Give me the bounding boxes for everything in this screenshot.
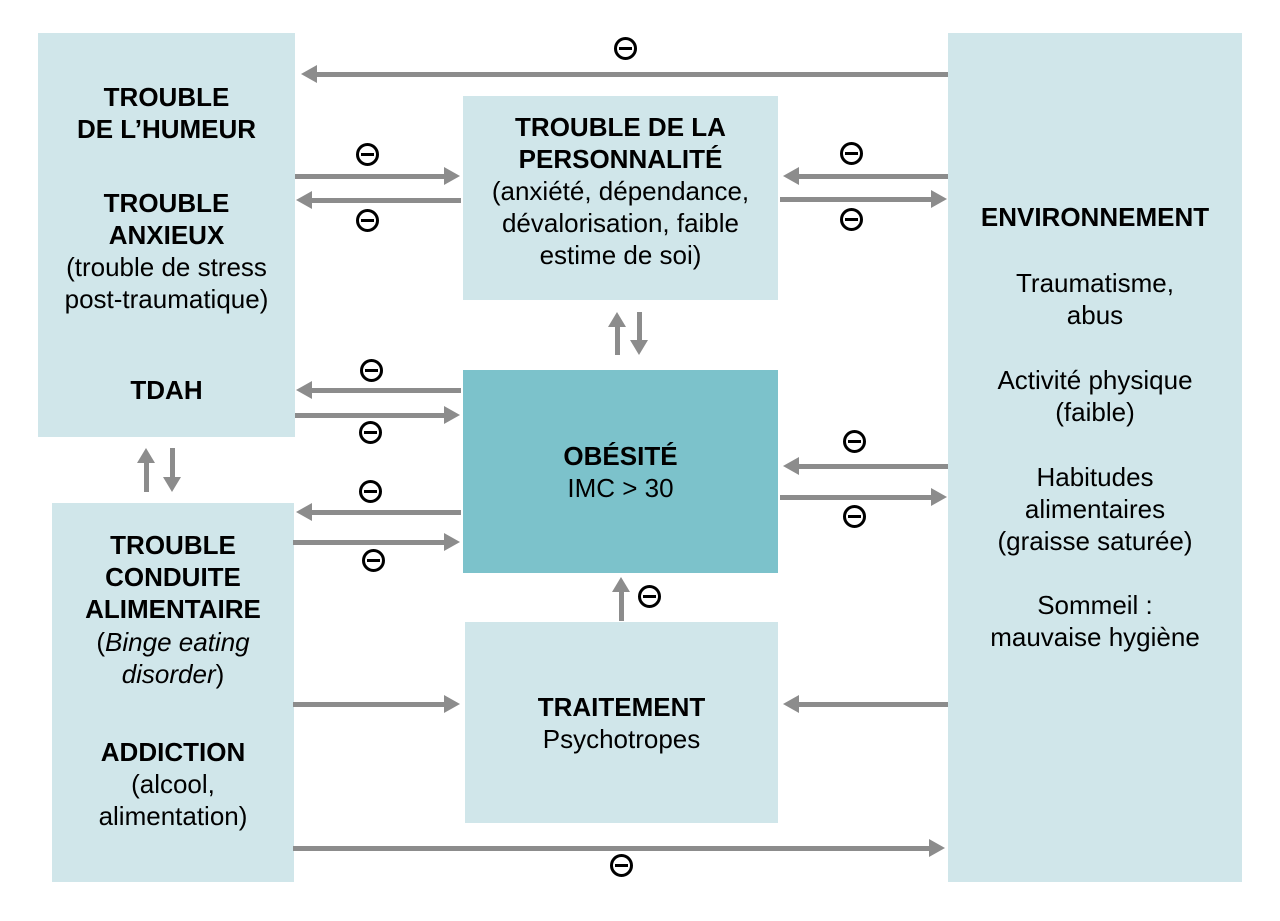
personality-block: TROUBLE DE LA PERSONNALITÉ (anxiété, dép… (463, 111, 778, 271)
environment-trauma-line2: abus (1066, 300, 1124, 330)
addiction-block: ADDICTION (alcool, alimentation) (52, 736, 294, 832)
treatment-subtitle: Psychotropes (542, 723, 701, 754)
addiction-sub-line1: (alcool, (131, 769, 215, 799)
environment-activity-line1: Activité physique (997, 365, 1193, 395)
personality-title-line2: PERSONNALITÉ (518, 144, 723, 174)
environment-title-block: ENVIRONNEMENT (948, 201, 1242, 233)
minus-icon (362, 549, 385, 572)
eating-disorder-block: TROUBLE CONDUITE ALIMENTAIRE (52, 529, 294, 625)
anxiety-disorder-label-line2: ANXIEUX (108, 220, 225, 250)
minus-icon (843, 505, 866, 528)
arrow-obesity-to-adhd (296, 381, 461, 399)
box-environment: ENVIRONNEMENT Traumatisme, abus Activité… (948, 33, 1242, 882)
obesity-subtitle: IMC > 30 (567, 472, 674, 503)
minus-icon (359, 421, 382, 444)
anxiety-disorder-label-line1: TROUBLE (103, 188, 230, 218)
arrow-environment-to-mood (301, 65, 948, 83)
arrow-environment-to-personality (783, 167, 948, 185)
binge-close-paren: ) (215, 659, 225, 689)
binge-eating-line1: (Binge eating (52, 626, 294, 658)
environment-activity-block: Activité physique (faible) (948, 364, 1242, 428)
arrow-treatment-to-obesity-up (612, 577, 630, 621)
arrow-eating-to-mood-up (137, 448, 155, 492)
box-obesity: OBÉSITÉ IMC > 30 (463, 370, 778, 573)
mood-disorder-block: TROUBLE DE L’HUMEUR (38, 81, 295, 145)
environment-sleep-line1: Sommeil : (1037, 590, 1153, 620)
minus-icon (614, 37, 637, 60)
eating-disorder-label-line3: ALIMENTAIRE (85, 594, 261, 624)
environment-trauma-line1: Traumatisme, (1016, 268, 1174, 298)
obesity-title: OBÉSITÉ (563, 440, 678, 471)
arrow-adhd-to-obesity (295, 406, 460, 424)
environment-sleep-block: Sommeil : mauvaise hygiène (948, 589, 1242, 653)
arrow-obesity-to-eating-disorder (296, 503, 461, 521)
minus-icon (360, 359, 383, 382)
arrow-environment-to-obesity (783, 457, 948, 475)
anxiety-disorder-block: TROUBLE ANXIEUX (trouble de stress post-… (38, 187, 295, 315)
binge-italic-text2: disorder (121, 659, 216, 689)
addiction-sub-line2: alimentation) (98, 801, 248, 831)
minus-icon (356, 143, 379, 166)
arrow-mood-to-eating-down (163, 448, 181, 492)
anxiety-disorder-sub-line1: (trouble de stress (66, 252, 267, 282)
environment-diet-block: Habitudes alimentaires (graisse saturée) (948, 461, 1242, 557)
arrow-personality-to-disorders (296, 191, 461, 209)
adhd-block: TDAH (38, 374, 295, 406)
box-psychiatric-disorders-bottom: TROUBLE CONDUITE ALIMENTAIRE (Binge eati… (52, 503, 294, 882)
environment-title: ENVIRONNEMENT (980, 202, 1210, 232)
minus-icon (610, 854, 633, 877)
minus-icon (356, 209, 379, 232)
addiction-label: ADDICTION (100, 737, 246, 767)
arrow-obesity-to-personality-up (608, 312, 626, 355)
minus-icon (843, 430, 866, 453)
arrow-obesity-to-environment (780, 488, 947, 506)
environment-diet-line3: (graisse saturée) (997, 526, 1193, 556)
eating-disorder-label-line1: TROUBLE (110, 530, 236, 560)
environment-diet-line1: Habitudes (1036, 462, 1154, 492)
environment-trauma-block: Traumatisme, abus (948, 267, 1242, 331)
arrow-addiction-to-treatment (293, 695, 460, 713)
binge-italic-text1: Binge eating (105, 627, 250, 657)
minus-icon (840, 142, 863, 165)
binge-eating-block: (Binge eating disorder) (52, 626, 294, 690)
environment-sleep-line2: mauvaise hygiène (990, 622, 1200, 652)
personality-sub-line1: (anxiété, dépendance, (491, 176, 750, 206)
minus-icon (638, 585, 661, 608)
arrow-addiction-to-environment (293, 839, 945, 857)
binge-open-paren: ( (96, 627, 106, 657)
binge-eating-line2: disorder) (52, 658, 294, 690)
eating-disorder-label-line2: CONDUITE (105, 562, 241, 592)
box-psychiatric-disorders-top: TROUBLE DE L’HUMEUR TROUBLE ANXIEUX (tro… (38, 33, 295, 437)
mood-disorder-label-line2: DE L’HUMEUR (76, 114, 257, 144)
arrow-personality-to-obesity-down (630, 312, 648, 355)
minus-icon (359, 480, 382, 503)
arrow-disorders-to-personality (295, 167, 460, 185)
personality-sub-line2: dévalorisation, faible (501, 208, 740, 238)
personality-title-line1: TROUBLE DE LA (515, 112, 726, 142)
minus-icon (840, 208, 863, 231)
personality-sub-line3: estime de soi) (539, 240, 702, 270)
box-treatment: TRAITEMENT Psychotropes (465, 622, 778, 823)
anxiety-disorder-sub-line2: post-traumatique) (64, 284, 269, 314)
adhd-label: TDAH (130, 375, 203, 405)
box-personality-disorder: TROUBLE DE LA PERSONNALITÉ (anxiété, dép… (463, 96, 778, 300)
environment-diet-line2: alimentaires (1024, 494, 1166, 524)
arrow-personality-to-environment (780, 190, 947, 208)
arrow-environment-to-treatment (783, 695, 948, 713)
treatment-title: TRAITEMENT (537, 691, 706, 722)
mood-disorder-label-line1: TROUBLE (103, 82, 230, 112)
arrow-eating-disorder-to-obesity (293, 533, 460, 551)
environment-activity-line2: (faible) (1055, 397, 1135, 427)
